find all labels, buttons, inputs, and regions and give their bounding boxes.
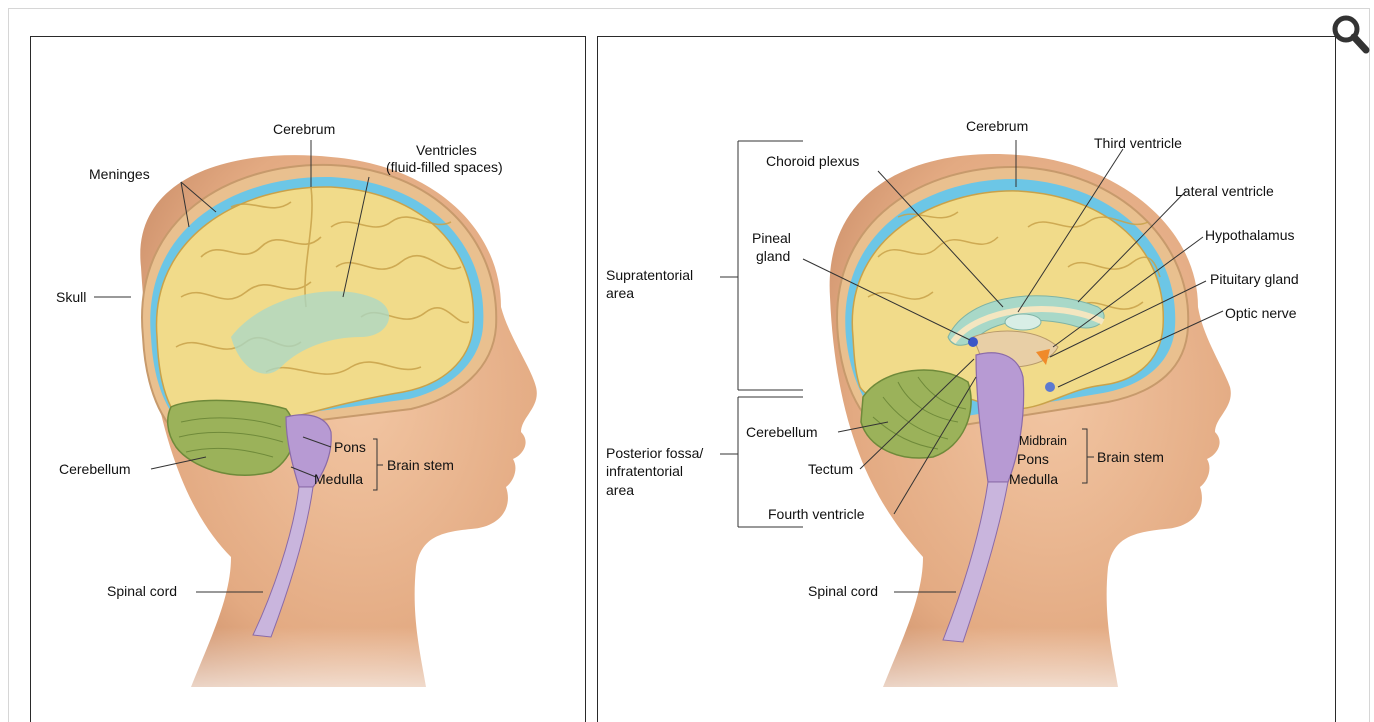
label-cerebrum: Cerebrum [273,121,335,137]
label-cerebellum: Cerebellum [59,461,131,477]
label-spinal-cord: Spinal cord [808,583,878,599]
label-ventricles: Ventricles [416,142,477,158]
label-pituitary-gland: Pituitary gland [1210,271,1299,287]
label-third-ventricle: Third ventricle [1094,135,1182,151]
label-medulla: Medulla [1009,471,1058,487]
brain-exterior-illustration [31,37,586,722]
label-ventricles-note: (fluid-filled spaces) [386,159,503,175]
label-skull: Skull [56,289,86,305]
label-pineal-gland: Pineal [752,230,791,246]
label-brain-stem: Brain stem [1097,449,1164,465]
label-midbrain: Midbrain [1019,433,1067,449]
label-supratentorial: Supratentorial [606,267,693,283]
label-optic-nerve: Optic nerve [1225,305,1297,321]
label-fourth-ventricle: Fourth ventricle [768,506,864,522]
pineal-gland [968,337,978,347]
label-cerebellum: Cerebellum [746,424,818,440]
zoom-button[interactable] [1330,13,1370,55]
label-brain-stem: Brain stem [387,457,454,473]
label-choroid-plexus: Choroid plexus [766,153,859,169]
label-pons: Pons [1017,451,1049,467]
third-ventricle [1005,314,1041,330]
brain-midsagittal-illustration [598,37,1336,722]
label-medulla: Medulla [314,471,363,487]
panel-brain-midsagittal: Cerebrum Third ventricle Choroid plexus … [597,36,1336,722]
label-tectum: Tectum [808,461,853,477]
label-supratentorial-2: area [606,285,634,301]
label-lateral-ventricle: Lateral ventricle [1175,183,1274,199]
panel-brain-exterior: Cerebrum Ventricles (fluid-filled spaces… [30,36,586,722]
label-hypothalamus: Hypothalamus [1205,227,1295,243]
label-posterior-fossa: Posterior fossa/ [606,445,703,461]
optic-chiasm [1045,382,1055,392]
label-pons: Pons [334,439,366,455]
label-cerebrum: Cerebrum [966,118,1028,134]
label-pineal-gland-2: gland [756,248,790,264]
magnifier-icon [1330,13,1370,55]
label-spinal-cord: Spinal cord [107,583,177,599]
label-meninges: Meninges [89,166,150,182]
label-posterior-fossa-2: infratentorial [606,463,683,479]
label-posterior-fossa-3: area [606,482,634,498]
